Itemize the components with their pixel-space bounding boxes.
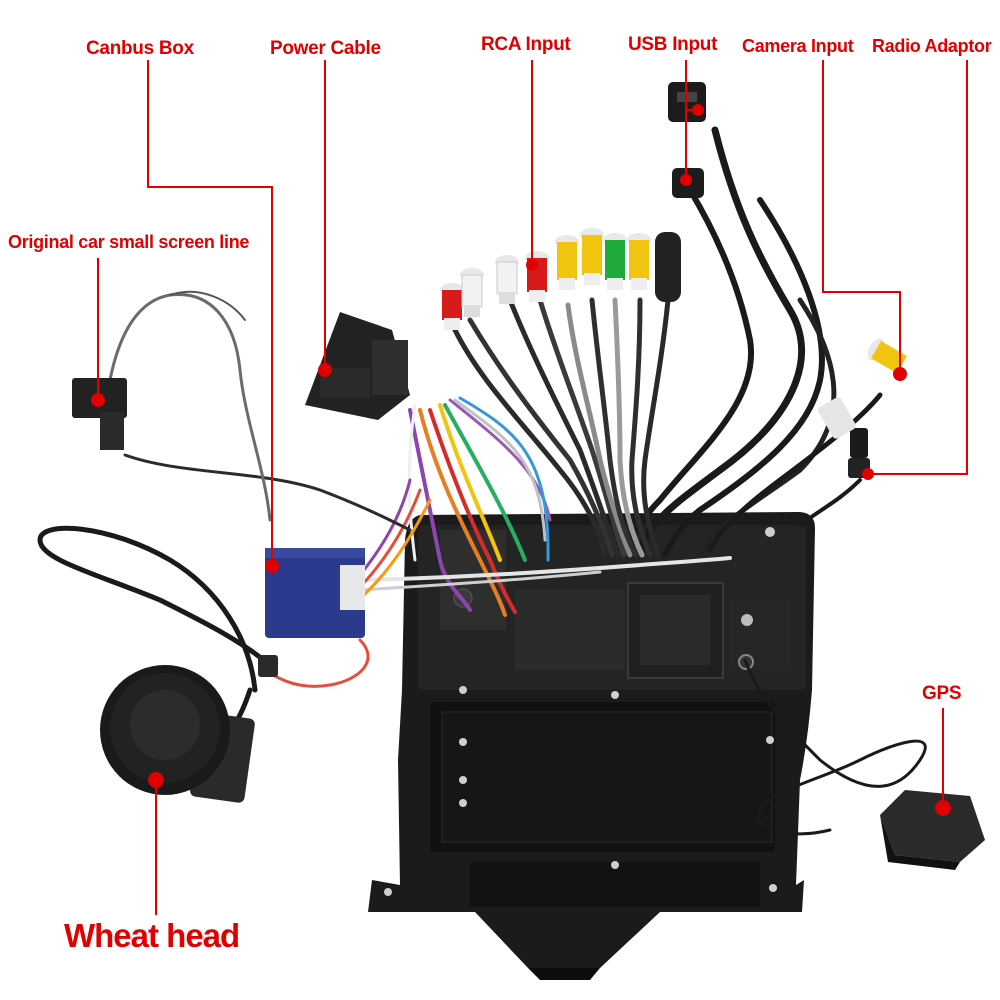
callout-dots xyxy=(91,104,951,816)
usb-input-label: USB Input xyxy=(628,34,718,55)
small-screen-connector xyxy=(72,378,127,450)
canbus-box-label: Canbus Box xyxy=(86,38,194,59)
power-connector xyxy=(305,312,410,420)
gps-antenna xyxy=(880,790,985,870)
wheat-head-label: Wheat head xyxy=(64,917,240,954)
small-screen-line-label: Original car small screen line xyxy=(8,232,250,252)
rca-plugs xyxy=(440,228,907,374)
callout-lines xyxy=(97,60,968,915)
radio-adaptor-label: Radio Adaptor xyxy=(872,36,992,56)
camera-input-label: Camera Input xyxy=(742,36,854,56)
harness-wires xyxy=(37,126,927,836)
canbus-box xyxy=(265,548,365,638)
microphone xyxy=(100,655,278,803)
head-unit-frame xyxy=(368,512,815,980)
rca-input-label: RCA Input xyxy=(481,34,571,55)
gps-label: GPS xyxy=(922,683,962,704)
power-cable-label: Power Cable xyxy=(270,38,381,59)
